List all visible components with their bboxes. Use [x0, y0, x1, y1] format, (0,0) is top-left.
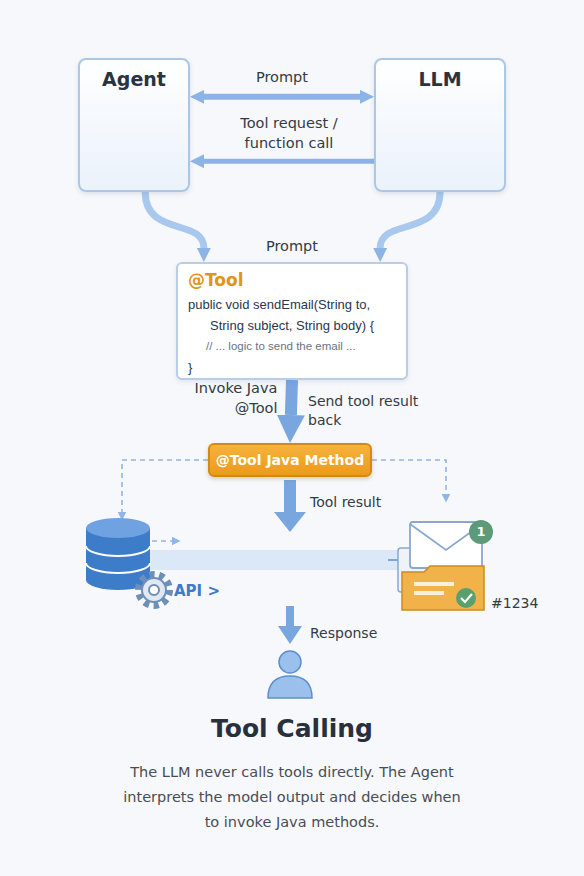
email-icons	[398, 520, 493, 610]
diagram-title: Tool Calling	[0, 714, 584, 743]
diagram-caption: The LLM never calls tools directly. The …	[122, 760, 462, 835]
code-line: }	[188, 357, 396, 378]
edge-label: Invoke Java @Tool	[187, 378, 277, 418]
band-arrow	[388, 559, 398, 561]
method-box: @Tool Java Method	[208, 443, 372, 477]
edge-label: Prompt	[252, 236, 332, 256]
response-arrow	[274, 480, 306, 644]
person-icon	[268, 651, 312, 698]
edge-label: Prompt	[232, 67, 332, 87]
code-box: @Tool public void sendEmail(String to,Str…	[176, 262, 408, 380]
flow-arrow	[380, 192, 440, 248]
callout-number: 1	[471, 522, 491, 542]
response-note: Response	[310, 624, 410, 643]
flow-arrow	[204, 159, 374, 164]
code-line: String subject, String body) {	[210, 315, 396, 336]
edge-label: Tool request / function call	[229, 113, 349, 153]
llm-box: LLM	[374, 58, 506, 192]
return-note: Send tool result back	[308, 392, 438, 430]
code-comment: // ... logic to send the email ...	[206, 336, 396, 357]
agent-box: Agent	[78, 58, 190, 192]
flow-arrow	[145, 192, 204, 248]
flow-arrow	[204, 94, 360, 100]
flow-arrow	[291, 380, 292, 415]
api-label: API >	[174, 582, 234, 601]
transfer-band	[150, 550, 400, 570]
ticket-number: #1234	[491, 594, 561, 613]
gear-icon	[139, 575, 169, 605]
method-label: @Tool Java Method	[216, 452, 364, 468]
box-heading: LLM	[376, 60, 504, 90]
annotation-heading: @Tool	[188, 270, 396, 290]
result-note: Tool result	[310, 493, 420, 512]
box-heading: Agent	[80, 60, 188, 90]
code-line: public void sendEmail(String to,	[188, 294, 396, 315]
